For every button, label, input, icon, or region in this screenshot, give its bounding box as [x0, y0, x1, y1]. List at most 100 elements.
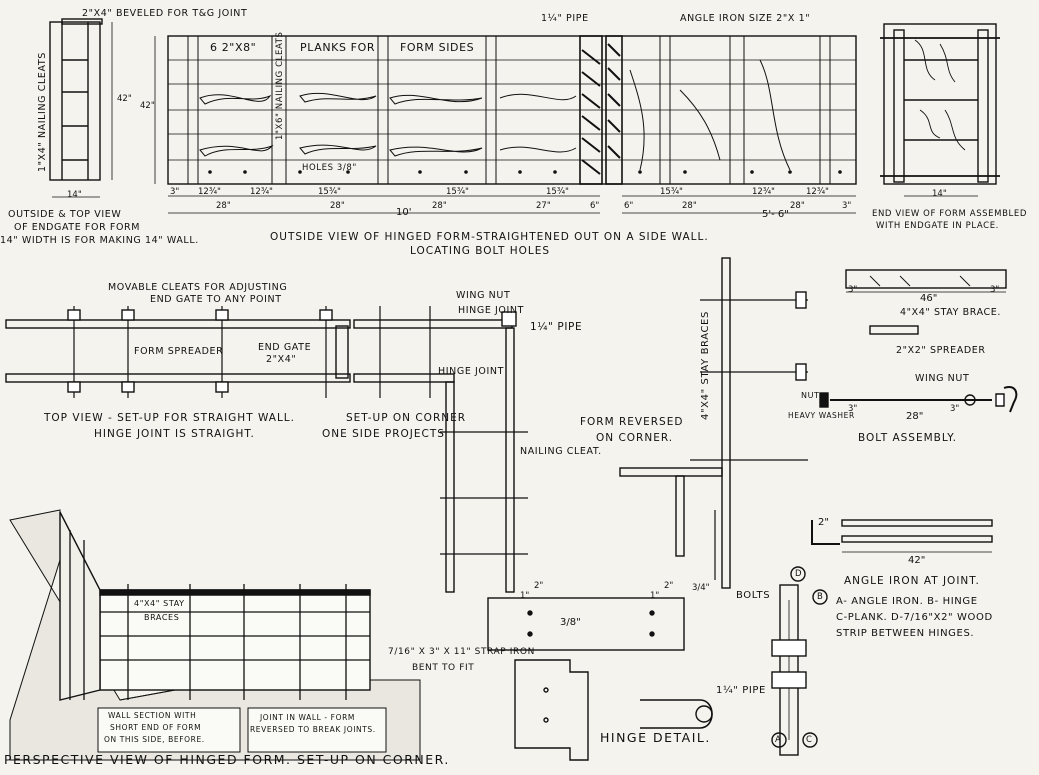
bolts-label: Bolts — [736, 590, 771, 601]
dim-28-right-0: 28" — [682, 201, 697, 211]
end-gate-size: 2"x4" — [266, 354, 297, 365]
pipe-small-label: 1¼" Pipe — [716, 685, 766, 696]
main-caption-2: Locating Bolt Holes — [410, 245, 551, 257]
hinge-joint-label-2: Hinge Joint — [438, 366, 505, 377]
top-view-caption-2: Hinge Joint Is Straight. — [94, 428, 255, 440]
hinge-38: 3/8" — [560, 617, 581, 628]
corner-caption-2: One Side Projects — [322, 428, 445, 440]
end-view — [880, 23, 1000, 197]
endgate-height-dim: 42" — [117, 94, 132, 104]
hinge-1a: 1" — [520, 591, 530, 601]
dim-right-1: 12¾" — [752, 187, 775, 197]
hinge-2b: 2" — [664, 581, 674, 591]
movable-cleats-2: End Gate To Any Point — [150, 294, 282, 305]
hinge-34: 3/4" — [692, 583, 710, 593]
legend-line-1: A- Angle Iron. B- Hinge — [836, 596, 978, 607]
form-reversed — [619, 257, 808, 589]
angle-iron — [811, 519, 993, 553]
dim-28-0: 28" — [216, 201, 231, 211]
top-view-caption-1: Top View - Set-up For Straight Wall. — [44, 412, 295, 424]
hinge-1b: 1" — [650, 591, 660, 601]
planks-label-right: Form Sides — [400, 41, 475, 54]
form-height-dim: 42" — [140, 101, 155, 111]
form-spreader-label: Form Spreader — [134, 346, 224, 357]
bolt-3a: 3" — [848, 404, 858, 414]
dim-left-4: 15¾" — [446, 187, 469, 197]
hinge-2a: 2" — [534, 581, 544, 591]
wall-section-2: Short End Of Form — [110, 723, 202, 732]
corner-setup — [353, 306, 528, 593]
stay-brace-detail — [845, 269, 1007, 335]
mark-a: A — [775, 735, 781, 745]
bevel-note: 2"x4" Beveled For T&G Joint — [82, 8, 248, 19]
holes-label: Holes 3/8" — [302, 163, 357, 173]
stay-brace-3b: 3" — [990, 285, 1000, 295]
dim-28-2: 28" — [432, 201, 447, 211]
form-reversed-2: On Corner. — [596, 432, 674, 444]
nailing-cleats-label: 1"x6" Nailing Cleats — [275, 31, 285, 140]
perspective-view — [9, 509, 421, 761]
main-caption-1: Outside View Of Hinged Form-Straightened… — [270, 231, 709, 243]
dim-left-5: 15¾" — [546, 187, 569, 197]
movable-cleats-1: Movable Cleats For Adjusting — [108, 282, 288, 293]
top-view-straight-wall — [5, 306, 351, 398]
dim-right-3: 3" — [842, 201, 852, 211]
dim-28-3: 27" — [536, 201, 551, 211]
dim-left-3: 15¾" — [318, 187, 341, 197]
nailing-cleat-label: Nailing Cleat. — [520, 446, 602, 457]
angle-iron-size: Angle Iron Size 2"x 1" — [680, 13, 811, 24]
bolt-28: 28" — [906, 411, 924, 422]
dim-ten-ft: 10' — [396, 207, 412, 218]
legend-line-2: C-Plank. D-7/16"x2" Wood — [836, 612, 993, 623]
end-view-width-dim: 14" — [932, 189, 947, 199]
mark-c: C — [806, 735, 812, 745]
dim-6-1: 6" — [624, 201, 634, 211]
stay-brace-3a: 3" — [848, 285, 858, 295]
mark-d: D — [795, 569, 802, 579]
hinge-detail-caption: Hinge Detail. — [600, 730, 711, 745]
strap-iron-2: Bent To Fit — [412, 663, 475, 673]
dim-right-2: 12¾" — [806, 187, 829, 197]
form-elevation — [154, 35, 857, 214]
angle-2: 2" — [818, 517, 829, 528]
perspective-caption: Perspective View Of Hinged Form. Set-up … — [4, 752, 450, 767]
dim-right-0: 15¾" — [660, 187, 683, 197]
bolt-assembly — [819, 386, 1018, 413]
endgate-caption-1: Outside & Top View — [8, 209, 122, 220]
nut-label: Nut — [801, 391, 820, 400]
endgate-caption-3: 14" Width Is For Making 14" Wall. — [0, 235, 199, 246]
hinge-section — [771, 566, 828, 756]
mark-b: B — [817, 592, 823, 602]
end-gate-label: End Gate — [258, 342, 312, 353]
dim-28-1: 28" — [330, 201, 345, 211]
end-view-caption-2: With Endgate In Place. — [876, 221, 999, 231]
dim-28-right-1: 28" — [790, 201, 805, 211]
stay-brace-label: 4"x4" Stay Brace. — [900, 307, 1001, 318]
stay-brace-46: 46" — [920, 293, 938, 304]
dim-6-0: 6" — [590, 201, 600, 211]
joint-label-1: Joint In Wall - Form — [260, 713, 355, 722]
wall-section-3: On This Side, Before. — [104, 735, 205, 744]
dim-left-2: 12¾" — [250, 187, 273, 197]
planks-label-left: 6 2"x8" — [210, 41, 257, 54]
endgate-view — [49, 18, 113, 198]
hinge-joint-label: Hinge Joint — [458, 305, 525, 316]
bolt-3b: 3" — [950, 404, 960, 414]
spreader-label: 2"x2" Spreader — [896, 345, 986, 356]
stay-braces-2: Braces — [144, 613, 180, 622]
angle-joint-caption: Angle Iron At Joint. — [844, 575, 980, 587]
joint-label-2: Reversed To Break Joints. — [250, 725, 376, 734]
pipe-label: 1¼" Pipe — [541, 13, 589, 24]
strap-iron-1: 7/16" x 3" x 11" Strap Iron — [388, 647, 535, 657]
endgate-width-dim: 14" — [67, 190, 82, 200]
corner-pipe-label: 1¼" Pipe — [530, 321, 583, 333]
hinge-detail — [487, 597, 713, 761]
corner-caption-1: Set-up On Corner — [346, 412, 467, 424]
wing-nut-label-2: Wing Nut — [915, 373, 970, 384]
wing-nut-label: Wing Nut — [456, 290, 511, 301]
endgate-caption-2: Of Endgate For Form — [14, 222, 141, 233]
dim-left-1: 12¾" — [198, 187, 221, 197]
bolt-assembly-caption: Bolt Assembly. — [858, 432, 957, 444]
stay-braces-label: 4"x4" Stay Braces — [700, 311, 711, 420]
